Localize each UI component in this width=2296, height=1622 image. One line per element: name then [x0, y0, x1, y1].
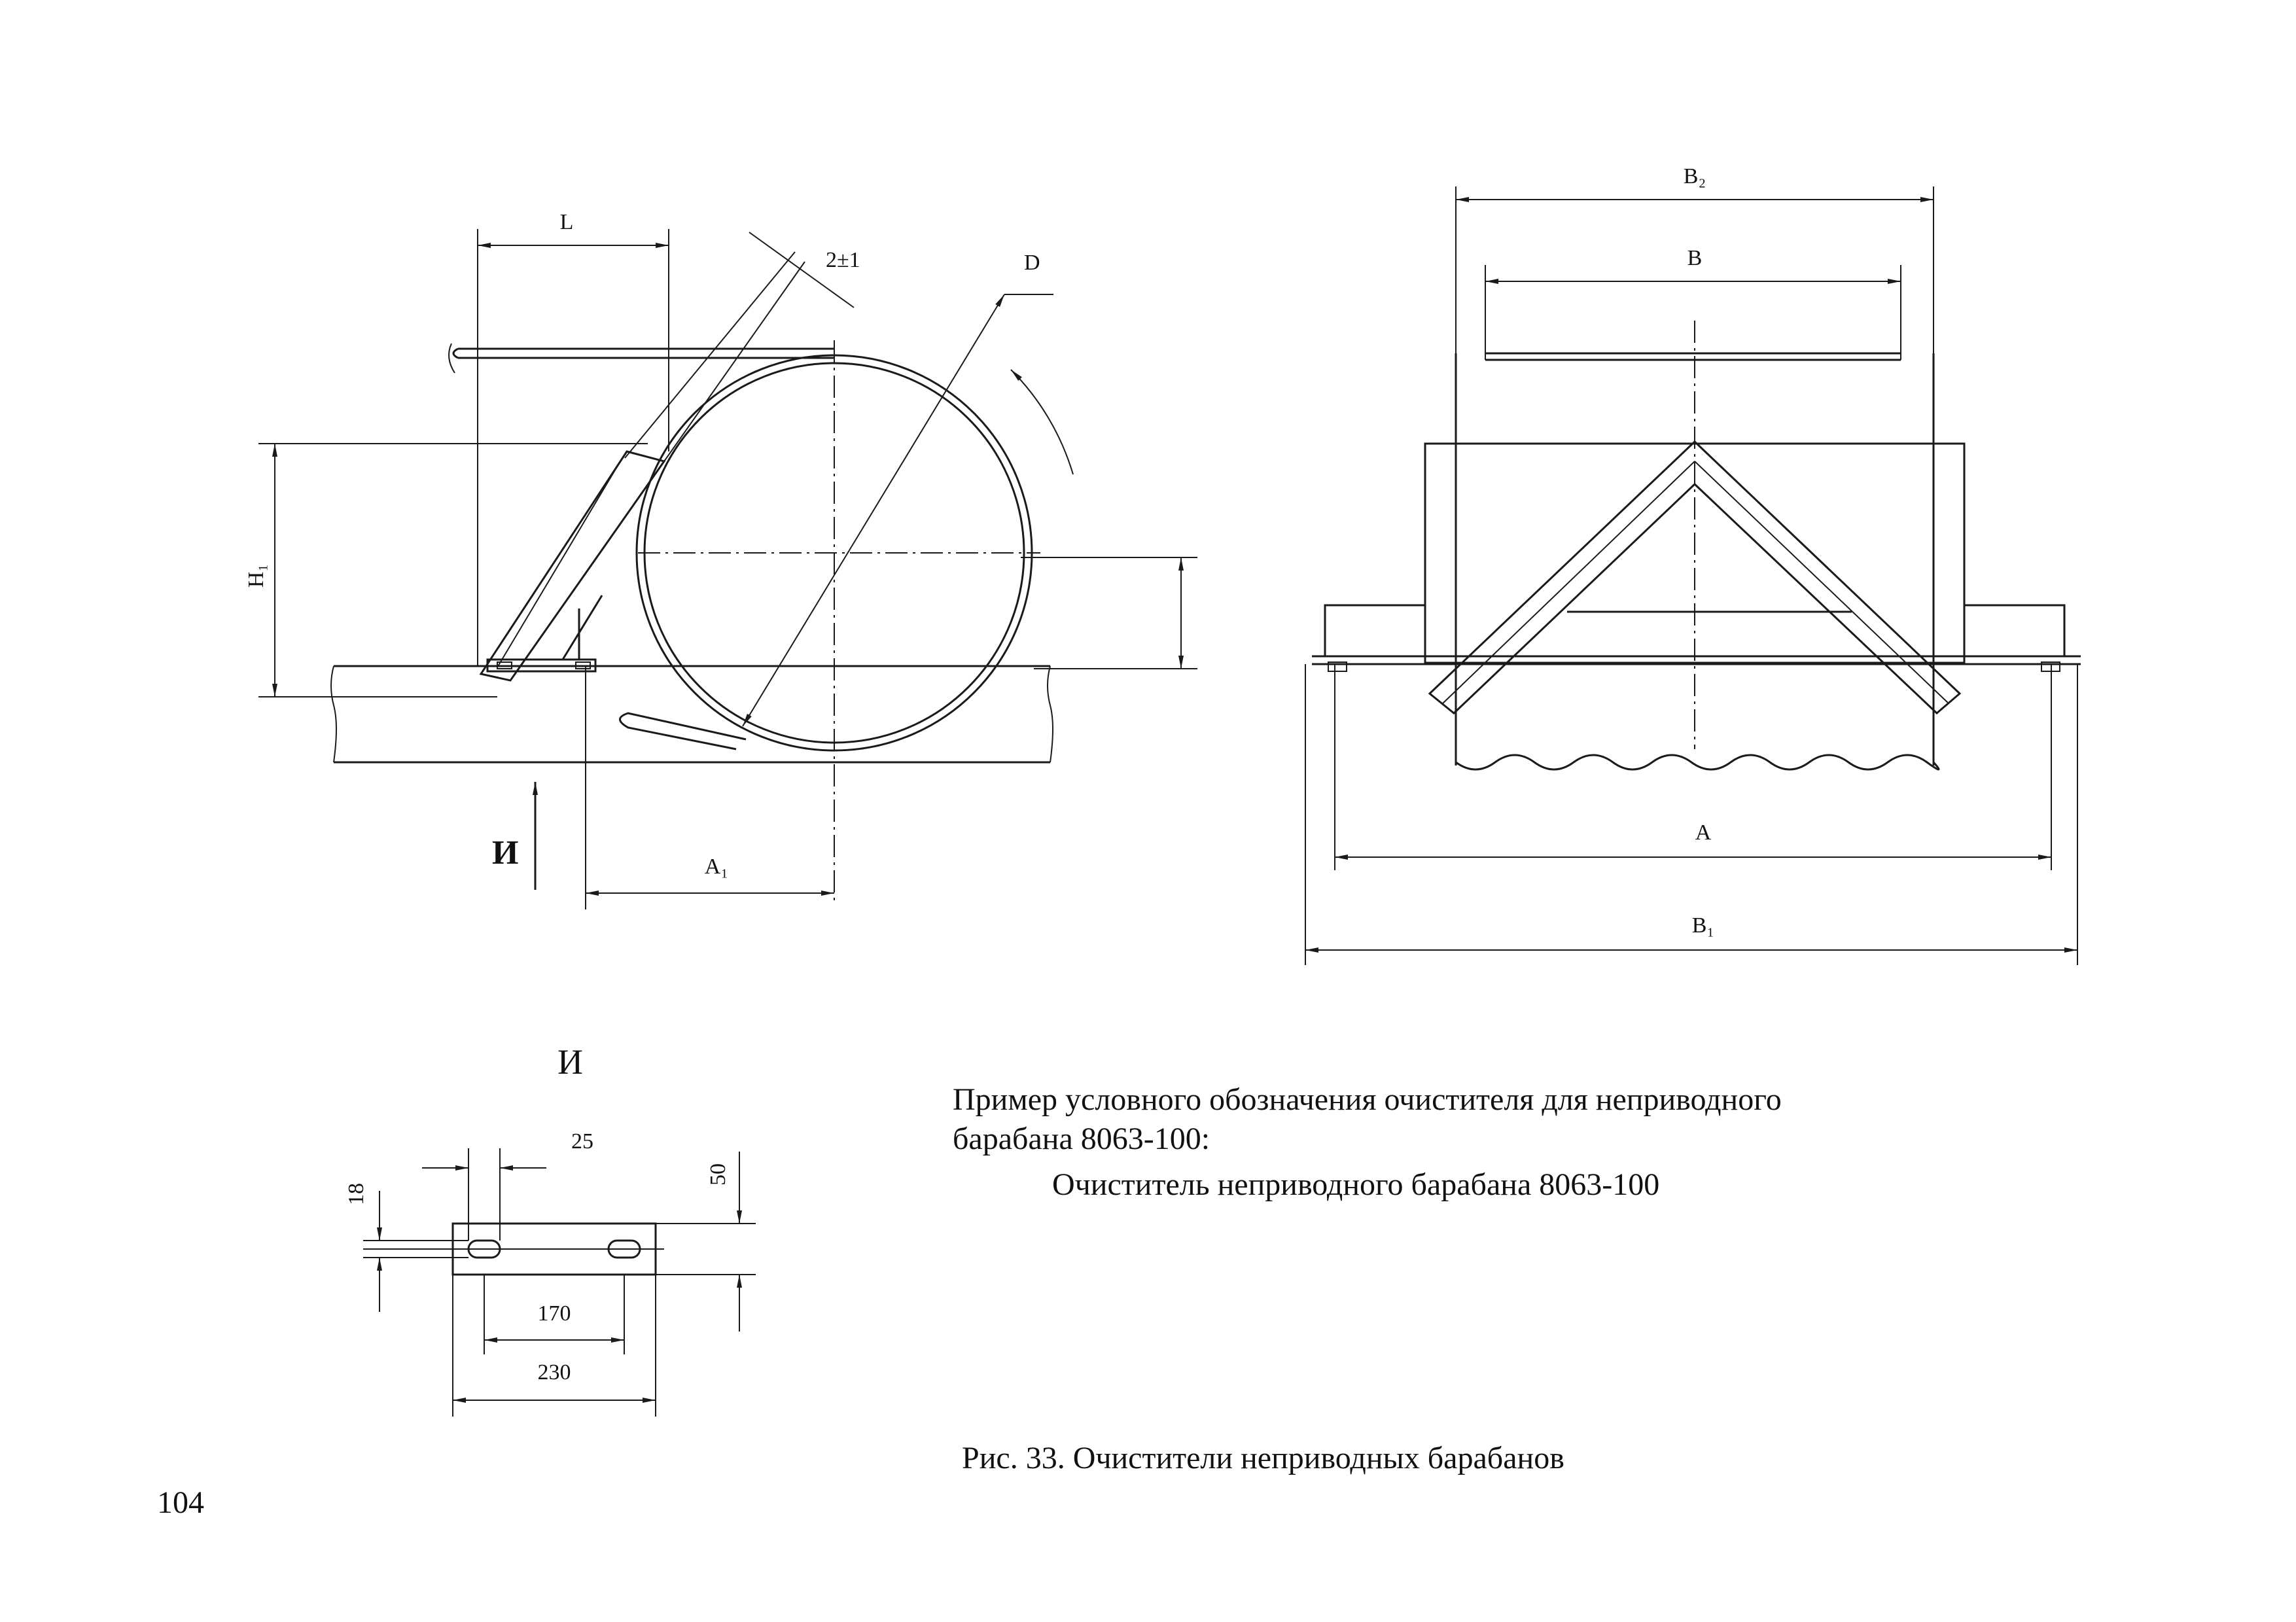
side-view: L 2±1 D H₁ [244, 210, 1197, 909]
dim-B1-label: B₁ [1692, 913, 1715, 938]
designation-line-2: барабана 8063-100: [953, 1121, 1210, 1156]
dim-170-label: 170 [538, 1301, 571, 1326]
dim-A1-label: A₁ [705, 855, 728, 879]
dimension-B: B [1485, 246, 1901, 361]
dimension-B2: B₂ [1455, 164, 1934, 353]
dimension-B1: B₁ [1305, 664, 2078, 965]
dimension-A1: A₁ [585, 666, 834, 909]
rotation-arrow [1010, 369, 1074, 475]
figure-caption: Рис. 33. Очистители неприводных барабано… [962, 1441, 1564, 1475]
designation-line-1: Пример условного обозначения очистителя … [953, 1082, 1782, 1117]
dimension-L: L [477, 210, 669, 666]
dim-25-label: 25 [571, 1129, 593, 1154]
front-shaft [1312, 604, 2081, 672]
front-belt [1455, 353, 1940, 771]
dim-A-label: A [1695, 820, 1712, 845]
scraper-blade [479, 450, 666, 682]
dimension-D: D [742, 251, 1053, 727]
view-marker-label: И [492, 834, 518, 872]
view-marker: И [492, 782, 538, 890]
dim-L-label: L [560, 210, 574, 234]
dim-230-label: 230 [538, 1360, 571, 1384]
dimension-gap: 2±1 [624, 232, 860, 462]
belt-wrap [448, 343, 834, 750]
dimension-A: A [1334, 664, 2052, 870]
conveyor-belt [330, 665, 1053, 764]
dim-B-label: B [1687, 246, 1703, 270]
front-view: B₂ B A B₁ [1305, 164, 2081, 965]
detail-view: 25 18 50 170 230 [344, 1129, 756, 1417]
detail-view-title: И [557, 1042, 583, 1082]
dimension-belt-drop [1021, 557, 1197, 669]
dim-50-label: 50 [706, 1163, 730, 1186]
dimension-H1: H₁ [244, 443, 648, 697]
dim-D-label: D [1024, 251, 1040, 275]
dim-H1-label: H₁ [244, 564, 268, 588]
page-number: 104 [157, 1485, 204, 1520]
designation-line-3: Очиститель неприводного барабана 8063-10… [1052, 1167, 1660, 1202]
dim-18-label: 18 [344, 1183, 368, 1205]
dim-gap-label: 2±1 [826, 248, 860, 272]
dim-B2-label: B₂ [1684, 164, 1706, 188]
drum [635, 340, 1040, 903]
